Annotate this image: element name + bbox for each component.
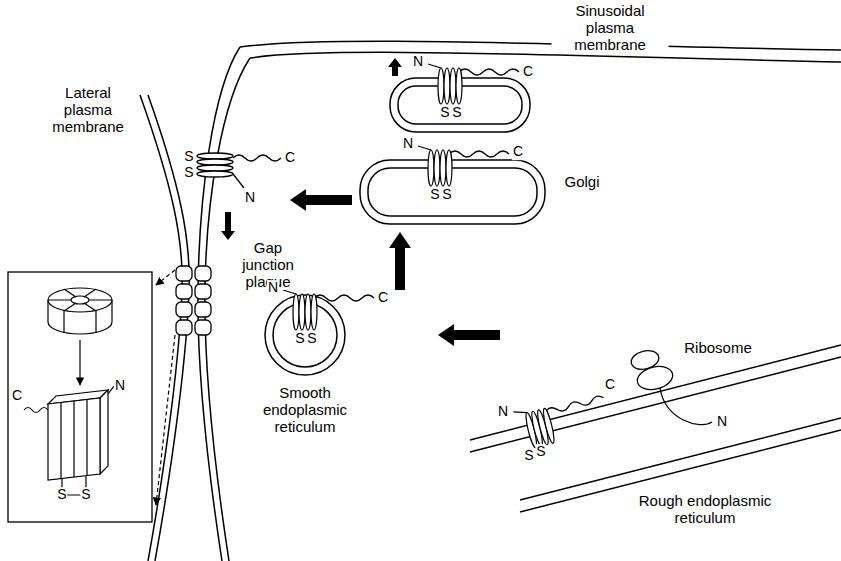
connexin-subunit — [24, 386, 114, 495]
terminus-label: C — [284, 150, 296, 166]
disulfide-label: S — [523, 448, 534, 464]
disulfide-label: S — [429, 187, 440, 203]
disulfide-label: S — [56, 487, 67, 503]
plasma-membrane — [140, 41, 841, 561]
disulfide-label: S — [306, 331, 317, 347]
terminus-label: C — [377, 290, 389, 306]
terminus-label: C — [512, 144, 524, 160]
terminus-label: C — [604, 377, 616, 393]
connexon-hexamer — [48, 288, 112, 334]
terminus-label: N — [114, 378, 126, 394]
disulfide-label: S — [535, 444, 546, 460]
organelle-label: Rough endoplasmic reticulum — [614, 493, 796, 527]
membrane-label: Sinusoidal plasma membrane — [552, 3, 669, 53]
connexin — [283, 290, 374, 330]
callout-arrow — [156, 270, 175, 505]
organelle-label: Ribosome — [677, 340, 759, 357]
disulfide-label: S — [80, 487, 91, 503]
transport-arrow — [221, 58, 500, 346]
disulfide-label: S — [451, 105, 462, 121]
connexin — [428, 64, 519, 104]
disulfide-label: S — [183, 165, 194, 181]
disulfide-label: S — [439, 105, 450, 121]
connexin — [513, 390, 611, 451]
connexin — [197, 153, 281, 188]
gap-junction-channel — [176, 266, 211, 335]
disulfide-label: S — [294, 331, 305, 347]
terminus-label: N — [716, 414, 728, 430]
connexin — [418, 146, 509, 186]
terminus-label: C — [522, 64, 534, 80]
terminus-label: N — [244, 190, 256, 206]
terminus-label: N — [497, 404, 509, 420]
organelle-label: Smooth endoplasmic reticulum — [244, 385, 366, 435]
callout-arrow — [79, 340, 80, 385]
terminus-label: C — [11, 388, 23, 404]
terminus-label: N — [402, 136, 414, 152]
rough-er-membrane — [470, 345, 841, 512]
terminus-label: N — [267, 280, 279, 296]
organelle-label: Golgi — [551, 174, 613, 191]
disulfide-label: S — [183, 149, 194, 165]
ribosome — [629, 348, 712, 425]
membrane-label: Lateral plasma membrane — [42, 85, 134, 135]
inset-box — [8, 272, 152, 522]
disulfide-label: S — [441, 187, 452, 203]
terminus-label: N — [412, 54, 424, 70]
